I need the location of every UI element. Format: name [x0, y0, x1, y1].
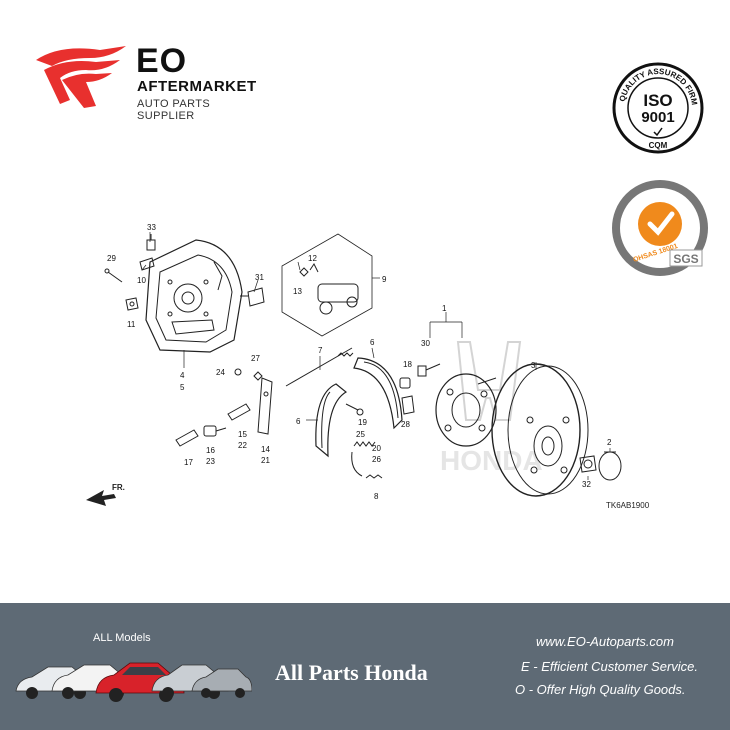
adjuster-16: [203, 425, 227, 437]
callout: 2: [607, 438, 612, 447]
callout: 23: [206, 457, 215, 466]
leader-lines: [141, 232, 611, 480]
callout: 4: [180, 371, 185, 380]
screw-29: [104, 268, 123, 283]
callout: 16: [206, 446, 215, 455]
shoe-lever: [257, 377, 273, 435]
callout: 14: [261, 445, 270, 454]
backing-plate: [145, 239, 243, 353]
callout: 13: [293, 287, 302, 296]
car-icon: [191, 668, 252, 698]
diagram-panel: EO AFTERMARKET AUTO PARTS SUPPLIER QUALI…: [30, 40, 710, 510]
spring-20: [351, 441, 376, 477]
iso-9001-badge: QUALITY ASSURED FIRM ISO 9001 CQM: [610, 60, 706, 156]
hub-nut-32: [579, 455, 597, 473]
adjuster-24-27: [234, 368, 263, 381]
bolt-31: [240, 287, 265, 307]
callout: 31: [255, 273, 264, 282]
tagline-efficient: E - Efficient Customer Service.: [521, 659, 698, 674]
callout: 22: [238, 441, 247, 450]
website-link[interactable]: www.EO-Autoparts.com: [536, 634, 674, 649]
callout: 7: [318, 346, 323, 355]
callout: 9: [382, 275, 387, 284]
honda-watermark: HONDA: [440, 341, 543, 476]
iso-number-text: 9001: [641, 109, 674, 126]
strut-15: [227, 403, 251, 421]
front-direction-arrow: FR.: [86, 483, 125, 506]
callout: 8: [374, 492, 379, 501]
check-icon: [647, 211, 675, 236]
bleeder-bolt-33: [146, 234, 156, 251]
spring-8: [365, 474, 383, 479]
footer-title: All Parts Honda: [275, 660, 428, 685]
callout: 1: [442, 304, 447, 313]
iso-main-text: ISO: [643, 91, 672, 110]
callout: 24: [216, 368, 225, 377]
hub-cap-2: [598, 451, 622, 481]
callout: 33: [147, 223, 156, 232]
callout: 6: [296, 417, 301, 426]
brand-name: EO: [136, 42, 188, 80]
iso-sub-text: CQM: [649, 141, 668, 150]
callout: 26: [372, 455, 381, 464]
brand-logo[interactable]: EO AFTERMARKET AUTO PARTS SUPPLIER: [30, 40, 270, 122]
hub-bolt-30: [417, 363, 441, 377]
callout: 25: [356, 430, 365, 439]
callout: 5: [180, 383, 185, 392]
bolt-18: [399, 377, 411, 389]
callout: 12: [308, 254, 317, 263]
callout: 29: [107, 254, 116, 263]
diagram-code: TK6AB1900: [606, 501, 650, 510]
hub-bearing: [435, 373, 497, 447]
callout: 21: [261, 456, 270, 465]
screw-17: [175, 429, 199, 447]
brake-shoe-6b: [315, 383, 348, 458]
callout: 10: [137, 276, 146, 285]
callout: 28: [401, 420, 410, 429]
callout: 27: [251, 354, 260, 363]
nut-11: [125, 297, 139, 311]
models-label: ALL Models: [93, 632, 151, 644]
callout: 32: [582, 480, 591, 489]
callout: 19: [358, 418, 367, 427]
eagle-wing-icon: [36, 46, 126, 108]
tagline-offer: O - Offer High Quality Goods.: [515, 682, 686, 697]
brand-tagline: AFTERMARKET: [137, 78, 257, 95]
sgs-ohsas-badge: SYSTEM CERTIFICATION OHSAS 18001 SGS: [610, 178, 710, 278]
svg-text:HONDA: HONDA: [440, 445, 543, 476]
wheel-cylinder: [281, 233, 373, 337]
brand-subtitle: AUTO PARTS SUPPLIER: [137, 98, 211, 122]
callout: 18: [403, 360, 412, 369]
callout: 17: [184, 458, 193, 467]
callout: 3: [531, 361, 536, 370]
sgs-name-text: SGS: [673, 252, 698, 266]
brake-parts-diagram: HONDA: [86, 223, 622, 506]
callout: 20: [372, 444, 381, 453]
callout: 6: [370, 338, 375, 347]
callout: 30: [421, 339, 430, 348]
brake-shoe-6a: [353, 357, 403, 430]
callout: 11: [127, 320, 136, 329]
callout: 15: [238, 430, 247, 439]
brake-drum: [491, 363, 589, 497]
pin-19-25: [345, 403, 364, 416]
footer-banner: ALL Models All Parts Honda www.EO-Autopa…: [0, 603, 730, 730]
car-lineup-image[interactable]: [12, 647, 252, 707]
cap-10: [139, 257, 155, 271]
return-spring-7: [285, 347, 354, 387]
callout-labels: 33 29 10 11 31 4 5 12 13 9 1 30 3 7 6 18…: [107, 223, 612, 501]
direction-label: FR.: [112, 483, 125, 492]
clip-28: [401, 395, 415, 415]
